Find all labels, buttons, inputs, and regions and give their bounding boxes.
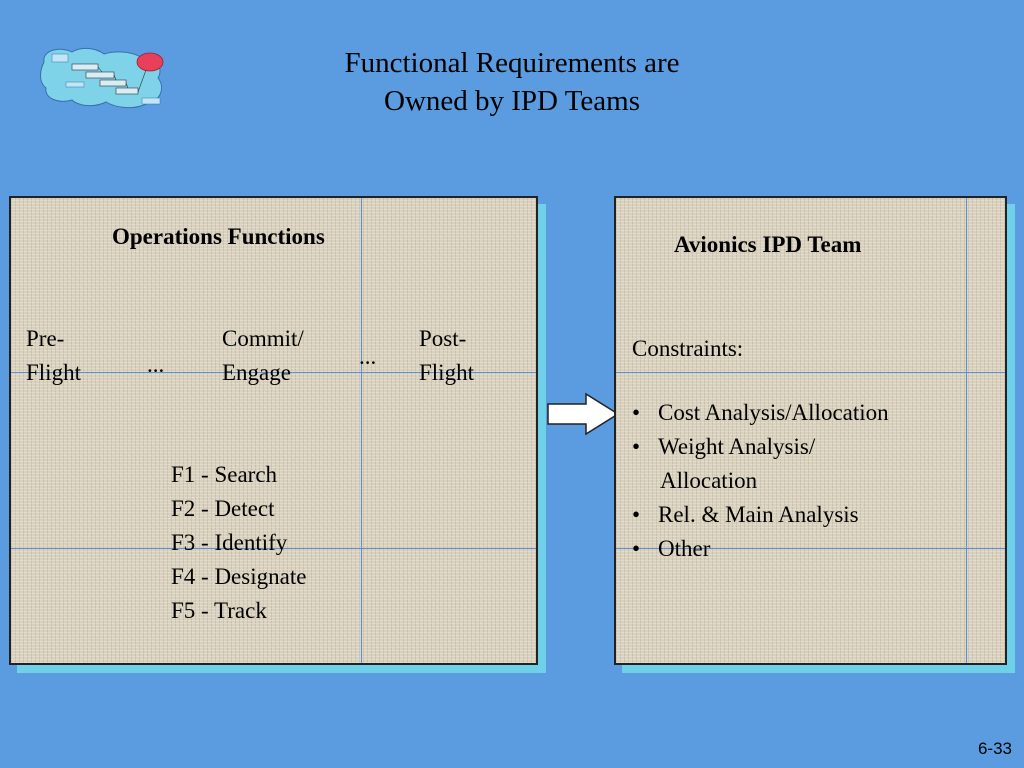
list-item-text: Weight Analysis/	[658, 434, 816, 459]
phase-pre-flight-line-2: Flight	[26, 360, 81, 385]
bullet-icon: •	[632, 502, 641, 527]
panel-gridline	[966, 198, 967, 663]
list-item-text: Other	[658, 536, 711, 561]
phase-ellipsis-1: ...	[147, 352, 165, 377]
phase-pre-flight-line-1: Pre-	[26, 326, 65, 351]
slide-title: Functional Requirements are Owned by IPD…	[262, 44, 762, 120]
slide-title-line-1: Functional Requirements are	[344, 47, 680, 79]
function-item: F4 - Designate	[171, 564, 307, 589]
phase-commit-engage: Commit/ Engage	[222, 322, 304, 390]
panel-gridline	[11, 372, 536, 373]
operations-functions-panel: Operations Functions Pre- Flight ... Com…	[9, 196, 538, 665]
phase-commit-engage-line-2: Engage	[222, 360, 291, 385]
right-block-arrow-icon	[547, 392, 620, 436]
phase-post-flight-line-2: Flight	[419, 360, 474, 385]
list-item: • Cost Analysis/Allocation	[632, 396, 889, 430]
bullet-icon: •	[632, 434, 641, 459]
phase-pre-flight: Pre- Flight	[26, 322, 81, 390]
list-item-text: Rel. & Main Analysis	[658, 502, 859, 527]
function-item: F1 - Search	[171, 462, 278, 487]
list-item-continuation: Allocation	[632, 464, 889, 498]
constraints-label: Constraints:	[632, 336, 744, 361]
page-number: 6-33	[977, 739, 1012, 758]
list-item-text: Allocation	[660, 468, 758, 493]
panel-gridline	[361, 198, 362, 663]
panel-gridline	[616, 548, 1005, 549]
avionics-ipd-team-panel: Avionics IPD Team Constraints: • Cost An…	[614, 196, 1007, 665]
list-item-text: Cost Analysis/Allocation	[658, 400, 889, 425]
function-item: F5 - Track	[171, 598, 267, 623]
list-item: • Weight Analysis/	[632, 430, 889, 464]
avionics-ipd-team-heading: Avionics IPD Team	[674, 232, 862, 257]
function-item: F2 - Detect	[171, 496, 275, 521]
function-item: F3 - Identify	[171, 530, 288, 555]
panel-gridline	[11, 548, 536, 549]
list-item: • Other	[632, 532, 889, 566]
phase-ellipsis-2: ...	[359, 344, 377, 369]
process-map-logo-icon	[40, 47, 164, 109]
bullet-icon: •	[632, 536, 641, 561]
phase-post-flight: Post- Flight	[419, 322, 474, 390]
slide-title-line-2: Owned by IPD Teams	[384, 85, 640, 117]
constraints-list: • Cost Analysis/Allocation • Weight Anal…	[632, 396, 889, 566]
list-item: • Rel. & Main Analysis	[632, 498, 889, 532]
operations-functions-heading: Operations Functions	[112, 224, 325, 249]
bullet-icon: •	[632, 400, 641, 425]
phase-commit-engage-line-1: Commit/	[222, 326, 304, 351]
function-list: F1 - Search F2 - Detect F3 - Identify F4…	[171, 458, 306, 628]
phase-post-flight-line-1: Post-	[419, 326, 467, 351]
panel-gridline	[616, 372, 1005, 373]
